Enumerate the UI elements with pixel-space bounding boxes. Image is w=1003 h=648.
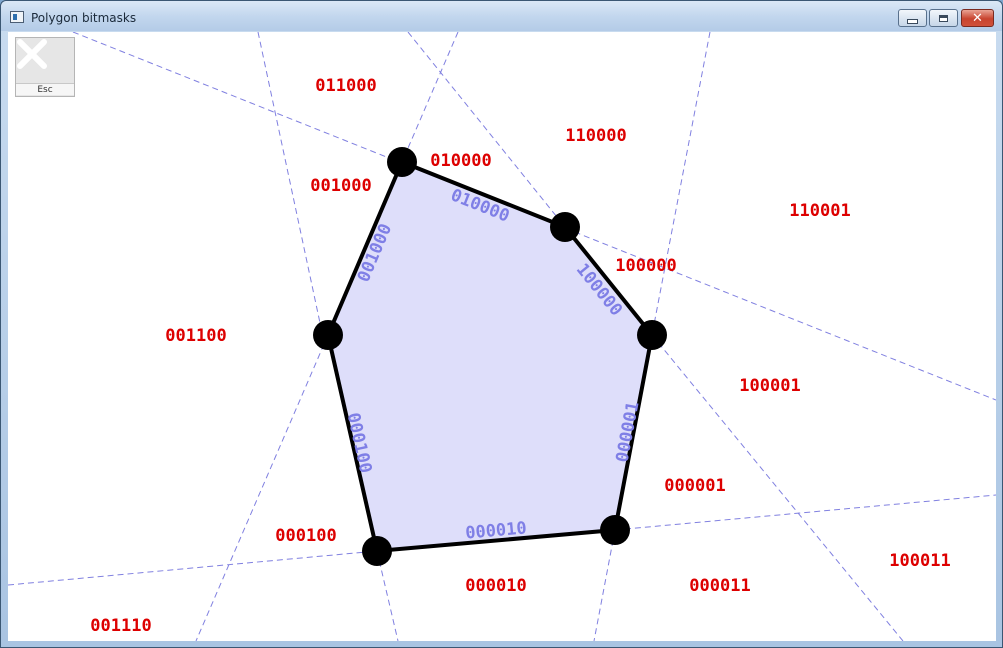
title-bar[interactable]: Polygon bitmasks ✕ [1,1,1002,31]
maximize-icon [939,14,948,22]
close-cross-icon [17,39,47,69]
region-label: 011000 [315,76,376,96]
vertices [313,147,667,566]
esc-label: Esc [16,83,74,95]
guide-line [195,334,329,641]
vertex-handle[interactable] [387,147,417,177]
guide-line [72,32,996,401]
guide-line [651,32,711,336]
region-label: 110000 [565,126,626,146]
region-label: 000001 [664,476,725,496]
region-label: 110001 [789,201,850,221]
minimize-button[interactable] [898,9,927,27]
region-label: 000100 [275,526,336,546]
esc-button[interactable]: Esc [15,37,75,97]
guide-line [8,550,378,586]
drawing-canvas[interactable]: 010000 100000 000001 000010 000100 001000 011… [8,32,996,641]
close-icon: ✕ [972,10,983,26]
region-label: 001110 [90,616,151,636]
app-icon[interactable] [10,11,24,23]
region-label: 000010 [465,576,526,596]
region-label: 100000 [615,256,676,276]
close-button[interactable]: ✕ [961,9,994,27]
polygon-diagram[interactable]: 010000 100000 000001 000010 000100 001000 011… [8,32,996,641]
window-title: Polygon bitmasks [31,11,137,25]
vertex-handle[interactable] [637,320,667,350]
region-label: 010000 [430,151,491,171]
vertex-handle[interactable] [362,536,392,566]
region-label: 001000 [310,176,371,196]
region-labels: 011000 110000 010000 001000 110001 100000 0011… [90,76,950,636]
guide-lines [8,32,996,641]
guide-line [614,494,996,531]
maximize-button[interactable] [929,9,958,27]
region-label: 100001 [739,376,800,396]
vertex-handle[interactable] [313,320,343,350]
guide-line [376,550,399,641]
guide-line [257,32,324,338]
guide-line [593,529,616,641]
guide-line [651,334,904,641]
minimize-icon [907,18,918,24]
vertex-handle[interactable] [600,515,630,545]
region-label: 100011 [889,551,950,571]
guide-line [401,32,459,163]
region-label: 000011 [689,576,750,596]
region-label: 001100 [165,326,226,346]
guide-line [407,32,566,228]
vertex-handle[interactable] [550,212,580,242]
